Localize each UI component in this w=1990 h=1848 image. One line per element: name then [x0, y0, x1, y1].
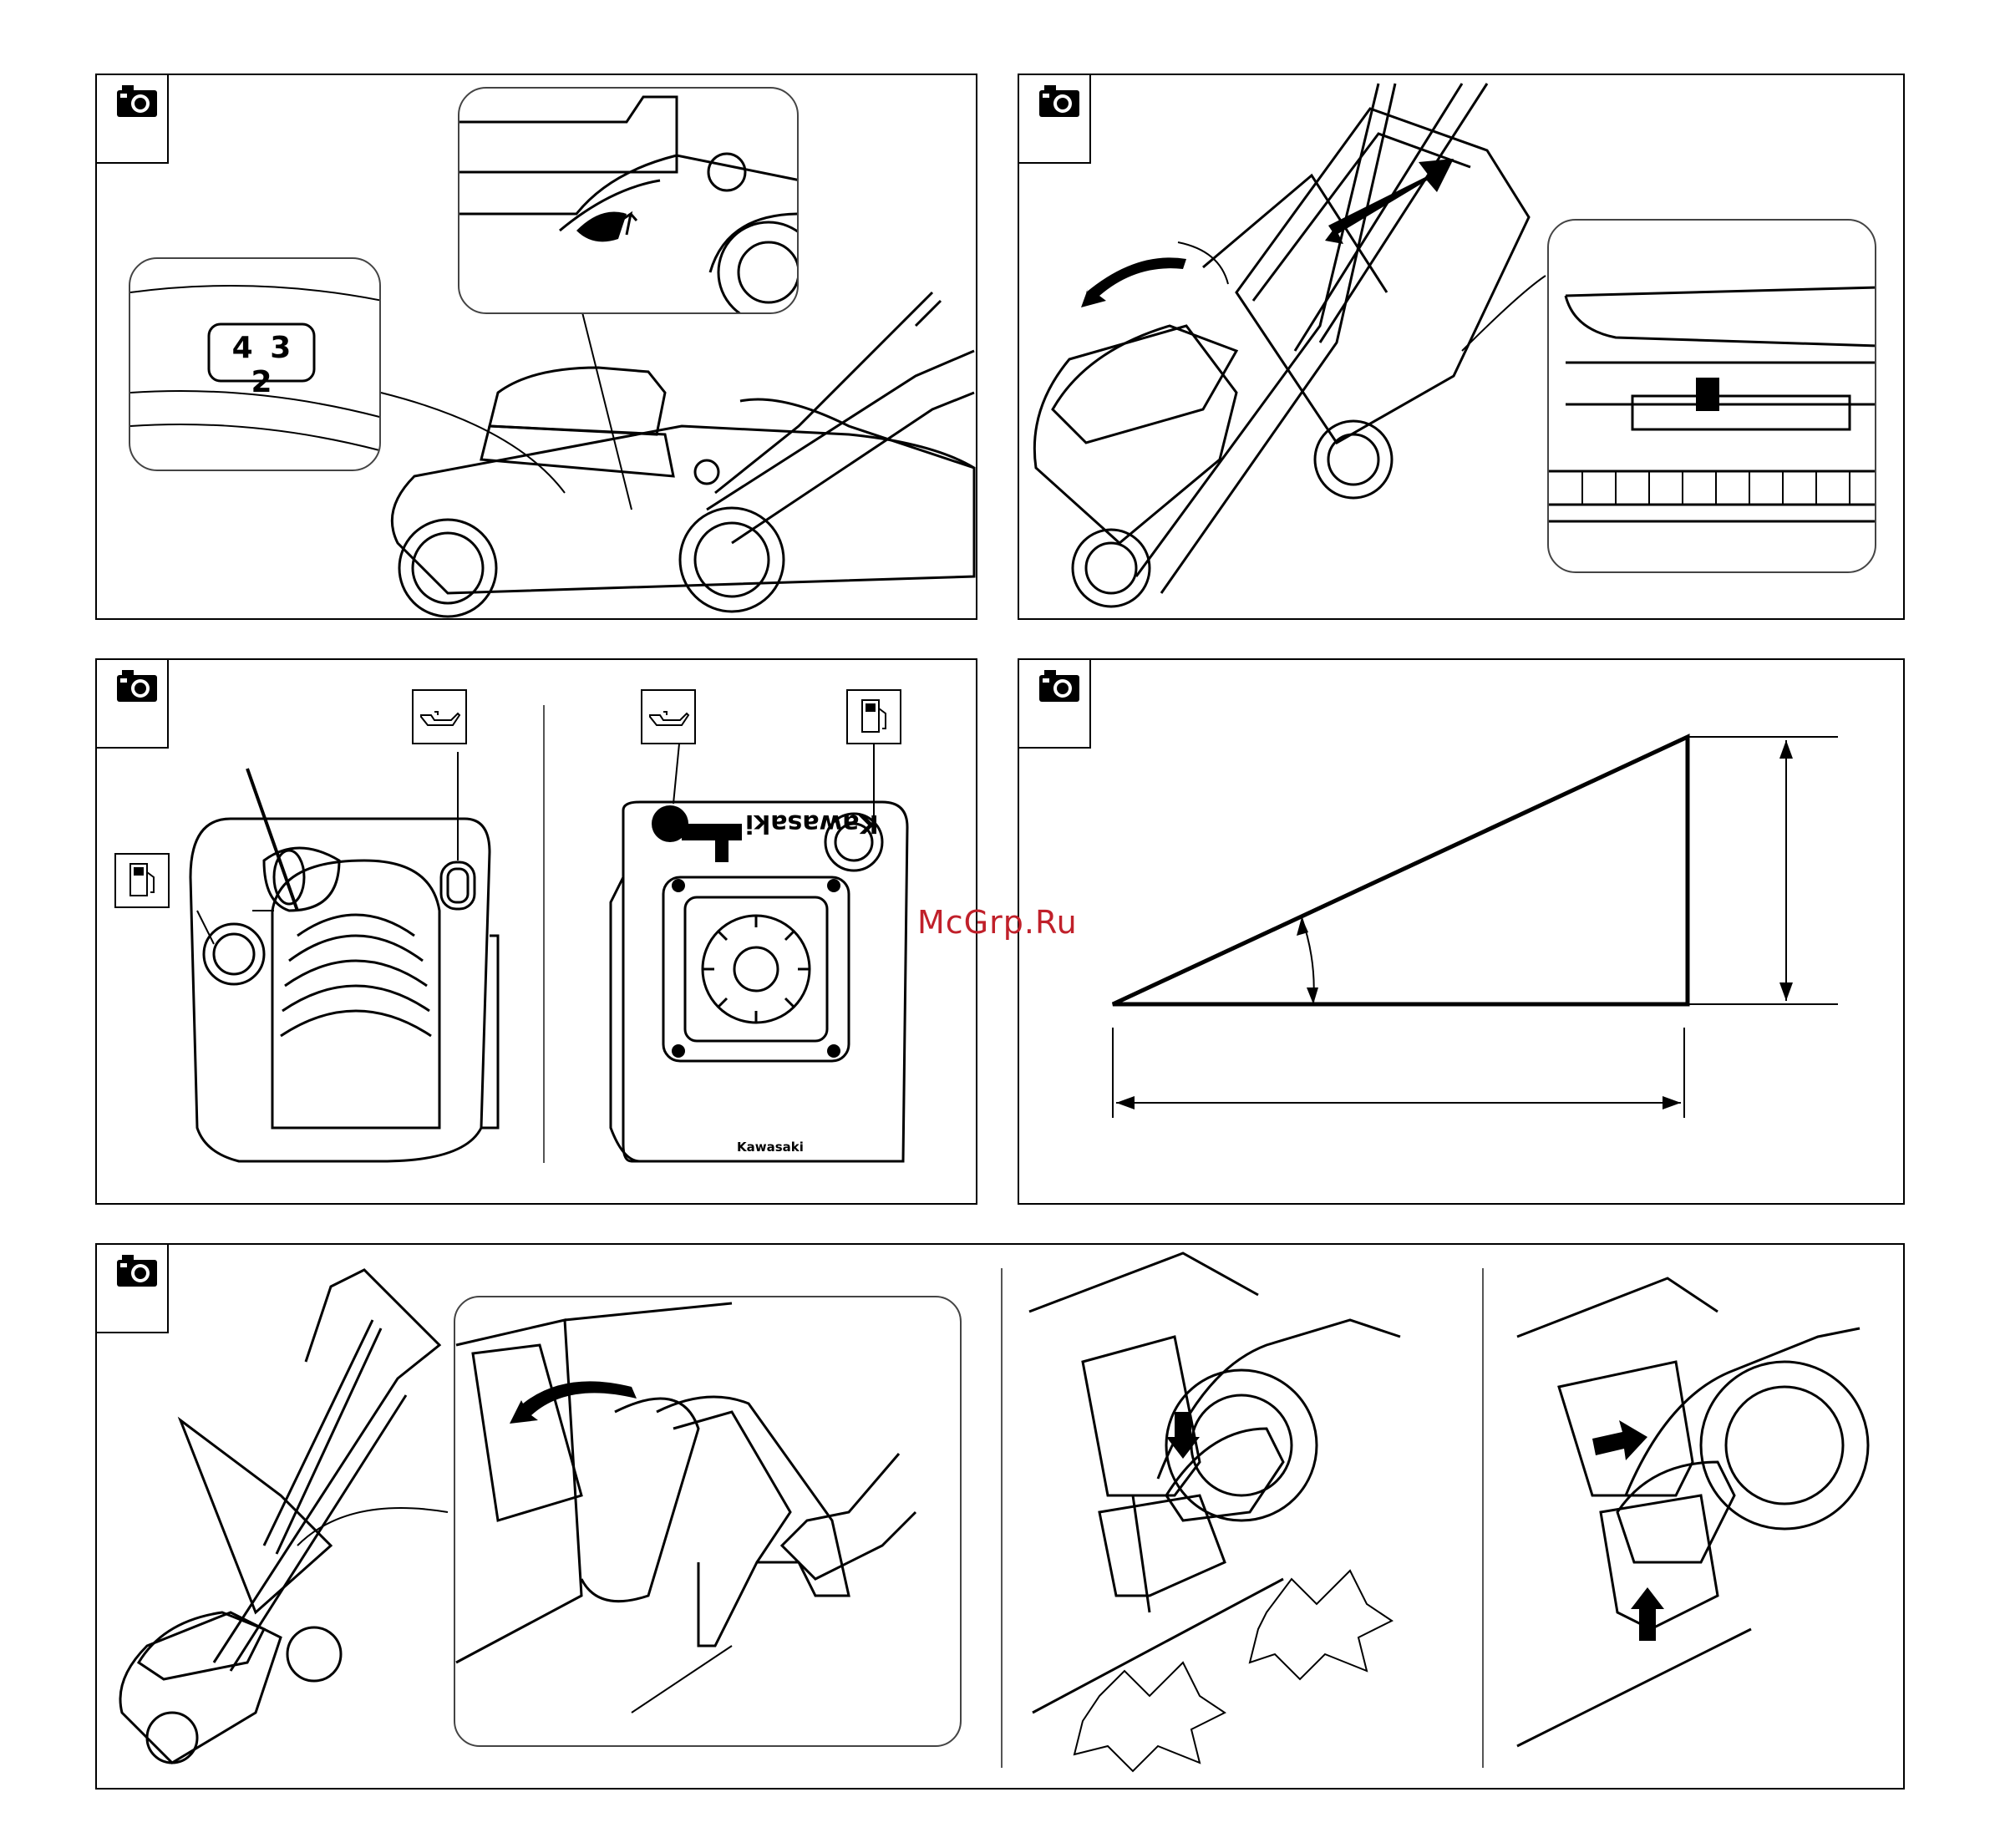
slope-triangle [1113, 737, 1688, 1004]
height-plate-digits: 4 3 2 [217, 331, 309, 399]
panel-discharge [95, 1243, 1905, 1790]
panel-slope [1018, 658, 1905, 1205]
fuel-pump-icon [857, 697, 891, 737]
panel-handle-height: 4 3 2 [95, 74, 977, 620]
inset-latch [1547, 219, 1876, 573]
inset-height-lever [458, 87, 799, 314]
panel-grass-box [1018, 74, 1905, 620]
discharge-illustrations [97, 1245, 1905, 1790]
engine-top-views [97, 660, 977, 1205]
slope-triangle-diagram [1019, 660, 1905, 1205]
panel-engine-top: Kawasaki Kawasaki [95, 658, 977, 1205]
inset-height-plate: 4 3 2 [129, 257, 381, 471]
lever-closeup [459, 89, 799, 314]
engine-brand-top: Kawasaki [745, 809, 879, 838]
watermark: McGrp.Ru [917, 904, 1078, 941]
oil-can-icon [647, 705, 690, 730]
engine-brand-bottom: Kawasaki [737, 1140, 804, 1155]
oil-can-icon [418, 705, 461, 730]
fuel-pump-icon [125, 861, 159, 901]
